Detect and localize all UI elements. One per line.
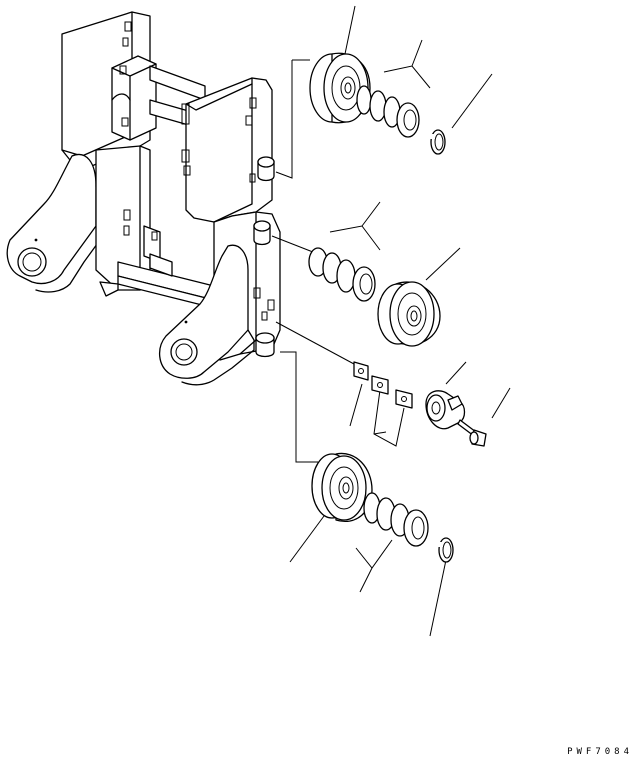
- bolt: [458, 420, 486, 446]
- shim-stack-upper: [357, 86, 419, 137]
- roller-middle: [378, 282, 440, 346]
- roller-lower: [312, 453, 372, 521]
- snap-ring-lower: [438, 538, 453, 562]
- snap-ring-upper: [430, 130, 445, 154]
- leader-lines: [272, 6, 510, 636]
- shim-stack-middle: [309, 248, 375, 301]
- drawing-code: PWF7084: [567, 747, 633, 757]
- eccentric-shaft: [426, 391, 465, 429]
- carriage-frame: [7, 12, 280, 385]
- shim-stack-lower: [364, 493, 428, 546]
- plate-set: [354, 362, 412, 408]
